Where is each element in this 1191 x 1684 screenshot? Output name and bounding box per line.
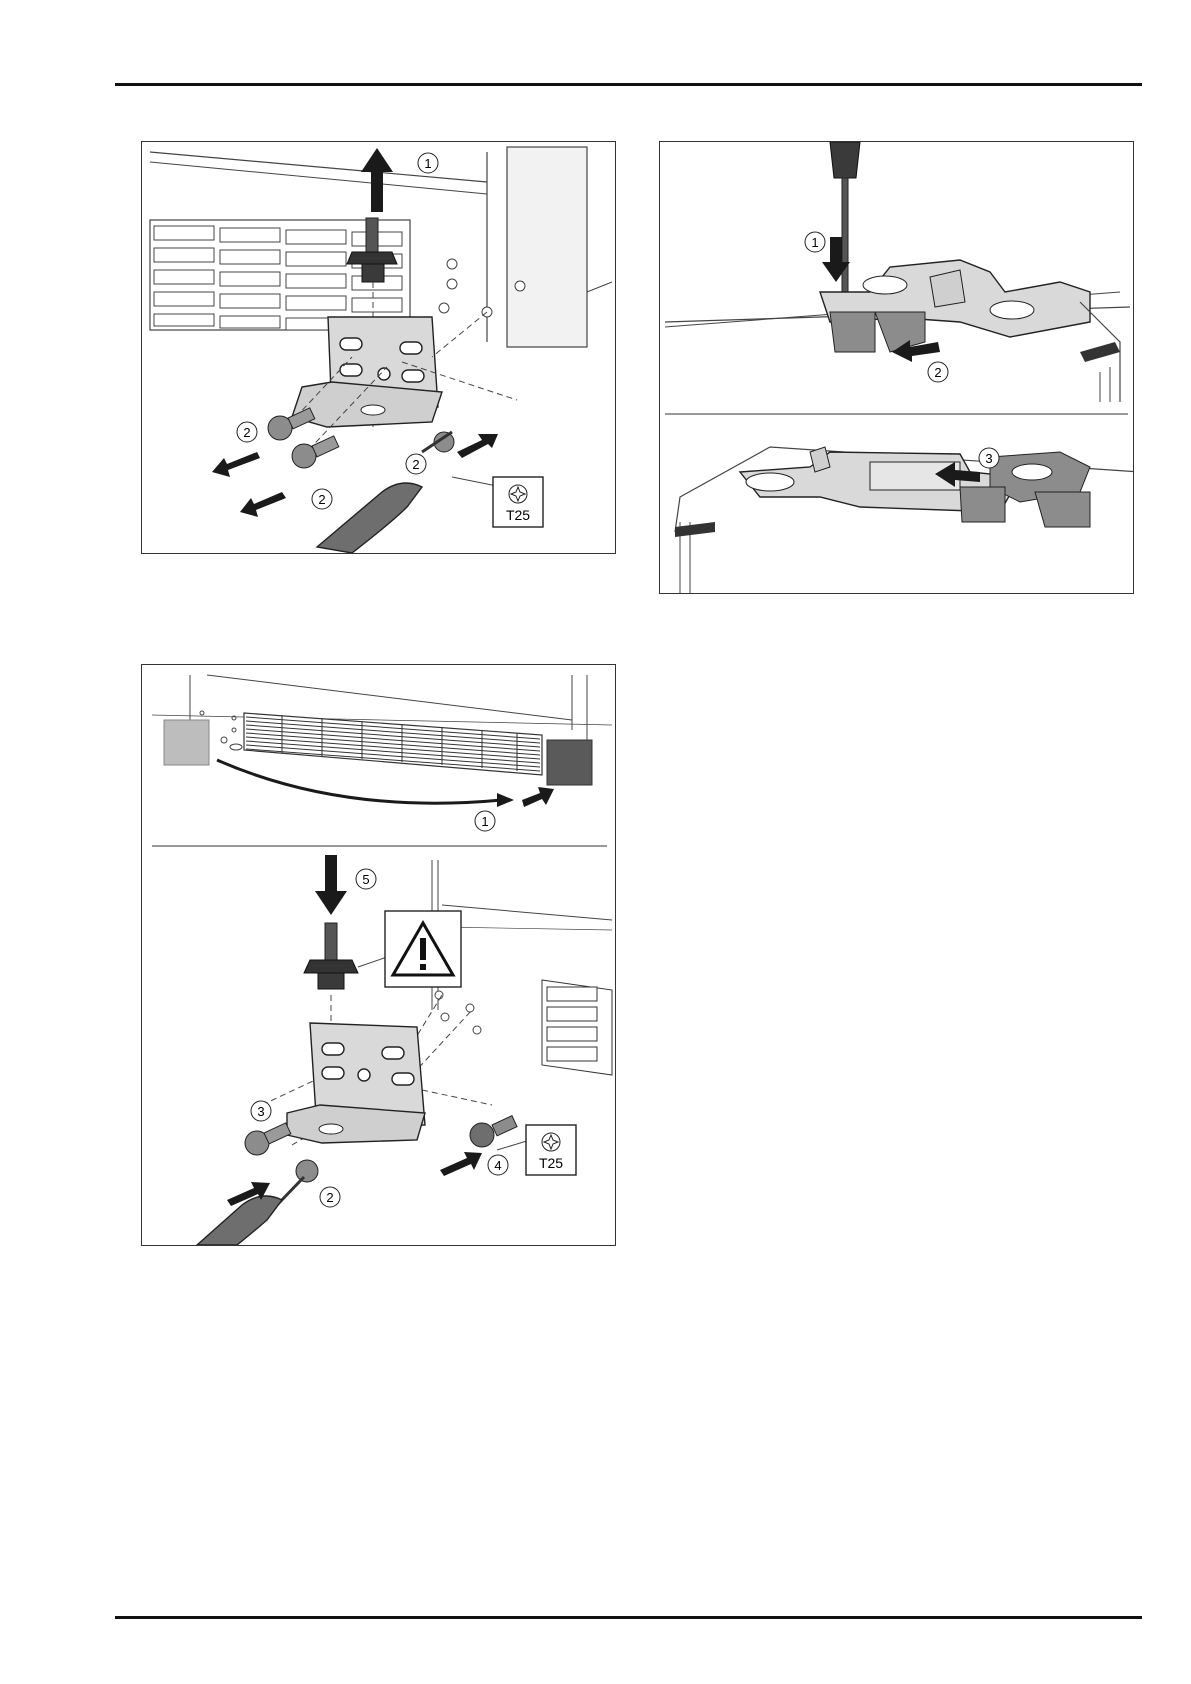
svg-text:4: 4 bbox=[494, 1158, 501, 1173]
screw bbox=[470, 1116, 517, 1147]
callout-3: 3 bbox=[979, 448, 999, 468]
svg-text:3: 3 bbox=[985, 451, 992, 466]
screw bbox=[245, 1123, 291, 1155]
header-rule bbox=[115, 83, 1142, 86]
screw bbox=[292, 436, 339, 468]
screw bbox=[296, 1160, 318, 1182]
figure-remove-hinge-drawing: 1 2 2 2 T25 bbox=[142, 142, 615, 553]
torx-tool-box: T25 bbox=[493, 477, 543, 527]
figure-hinge-cover-drawing: 1 2 3 bbox=[660, 142, 1133, 593]
callout-2: 2 bbox=[320, 1187, 340, 1207]
callout-4: 4 bbox=[488, 1155, 508, 1175]
svg-text:1: 1 bbox=[424, 156, 431, 171]
hinge-bracket bbox=[292, 317, 442, 427]
arrow-down bbox=[315, 855, 347, 915]
callout-5: 5 bbox=[356, 869, 376, 889]
svg-text:2: 2 bbox=[326, 1190, 333, 1205]
warning-box bbox=[385, 911, 461, 987]
torx-tool-box: T25 bbox=[526, 1125, 576, 1175]
svg-text:2: 2 bbox=[934, 365, 941, 380]
hinge-cover bbox=[960, 452, 1090, 527]
arrow-out bbox=[457, 434, 498, 458]
arrow-out bbox=[212, 452, 260, 477]
grille-cap-right bbox=[547, 740, 592, 785]
svg-text:5: 5 bbox=[362, 872, 369, 887]
figure-hinge-cover: 1 2 3 bbox=[659, 141, 1134, 594]
callout-2: 2 bbox=[312, 489, 332, 509]
screwdriver bbox=[197, 1177, 304, 1245]
arrow-in bbox=[522, 787, 554, 807]
svg-text:2: 2 bbox=[412, 457, 419, 472]
callout-1: 1 bbox=[805, 232, 825, 252]
callout-2: 2 bbox=[237, 422, 257, 442]
svg-text:2: 2 bbox=[243, 425, 250, 440]
arrow-up bbox=[361, 148, 393, 212]
figure-install-hinge: 1 5 bbox=[141, 664, 616, 1246]
callout-1: 1 bbox=[418, 153, 438, 173]
figure-install-hinge-drawing: 1 5 bbox=[142, 665, 615, 1245]
svg-text:3: 3 bbox=[257, 1104, 264, 1119]
svg-text:2: 2 bbox=[318, 492, 325, 507]
callout-3: 3 bbox=[251, 1101, 271, 1121]
screwdriver bbox=[317, 432, 452, 553]
screwdriver bbox=[830, 142, 860, 308]
svg-text:T25: T25 bbox=[506, 507, 530, 523]
svg-text:1: 1 bbox=[811, 235, 818, 250]
callout-1: 1 bbox=[475, 811, 495, 831]
hinge-pin bbox=[304, 923, 358, 989]
ventilation-grille bbox=[542, 980, 612, 1075]
arrow-in bbox=[440, 1152, 482, 1176]
callout-2: 2 bbox=[406, 454, 426, 474]
screw bbox=[268, 408, 315, 440]
figure-remove-hinge: 1 2 2 2 T25 bbox=[141, 141, 616, 554]
callout-2: 2 bbox=[928, 362, 948, 382]
svg-text:1: 1 bbox=[481, 814, 488, 829]
svg-text:T25: T25 bbox=[539, 1155, 563, 1171]
arrow-out bbox=[240, 492, 286, 517]
grille-cap-left bbox=[164, 720, 209, 765]
footer-rule bbox=[115, 1616, 1142, 1619]
